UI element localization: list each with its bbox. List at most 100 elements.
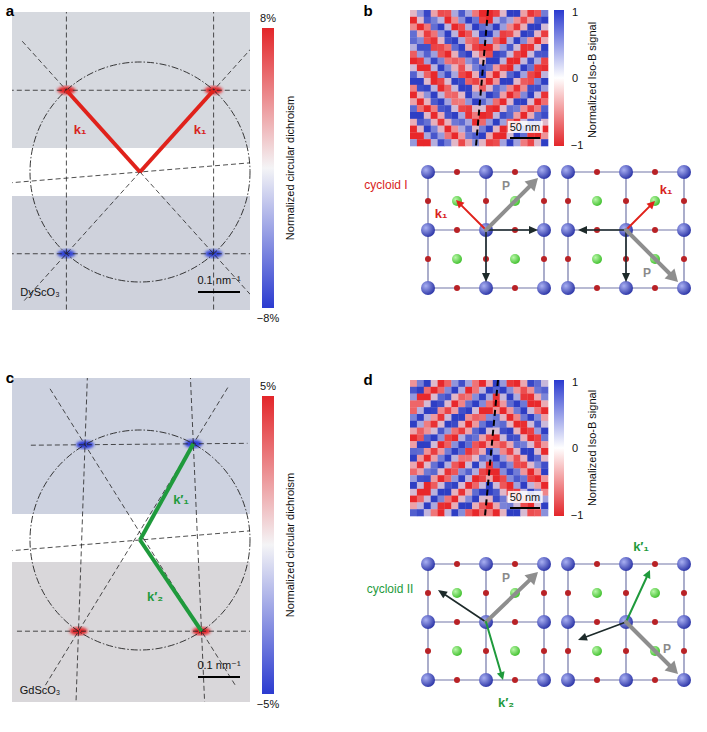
iso-b-map [514, 455, 521, 462]
iso-b-map [500, 24, 507, 31]
iso-b-map [451, 92, 458, 99]
colorbar-title-holder: Normalized circular dichroism [284, 96, 296, 240]
iso-b-map [500, 496, 507, 503]
vector-arrows [486, 229, 529, 231]
iso-b-map [417, 455, 424, 462]
crystal-lattice [619, 281, 633, 295]
iso-b-map [486, 394, 493, 401]
iso-b-map [438, 421, 445, 428]
crystal-lattice [561, 673, 575, 687]
iso-b-map [438, 414, 445, 421]
iso-b-map [417, 132, 424, 139]
iso-b-map [438, 448, 445, 455]
iso-b-map [507, 17, 514, 24]
iso-b-map [424, 24, 431, 31]
iso-b-map [500, 119, 507, 126]
iso-b-map [445, 24, 452, 31]
iso-b-map [438, 71, 445, 78]
iso-b-map [520, 407, 527, 414]
iso-b-map [527, 400, 534, 407]
crystal-lattice [537, 673, 551, 687]
iso-b-map [514, 10, 521, 17]
iso-b-map [534, 434, 541, 441]
iso-b-map [527, 112, 534, 119]
iso-b-map [541, 64, 548, 71]
iso-b-map [431, 455, 438, 462]
iso-b-map [465, 434, 472, 441]
construction-lines [12, 12, 250, 310]
iso-b-map [458, 407, 465, 414]
scale-label: 50 nm [508, 121, 543, 133]
crystal-lattice [421, 165, 435, 179]
iso-b-map [472, 496, 479, 503]
iso-b-map [458, 126, 465, 133]
iso-b-map [465, 394, 472, 401]
iso-b-map [445, 380, 452, 387]
iso-b-map [472, 468, 479, 475]
iso-b-map [451, 414, 458, 421]
iso-b-map [479, 407, 486, 414]
crystal-lattice [681, 256, 687, 262]
iso-b-map [410, 428, 417, 435]
iso-b-map [472, 455, 479, 462]
iso-b-map [514, 448, 521, 455]
iso-b-map [479, 119, 486, 126]
iso-b-map [458, 462, 465, 469]
crystal-lattice [512, 619, 518, 625]
iso-b-map [486, 85, 493, 92]
iso-b-map [514, 441, 521, 448]
iso-b-map [500, 482, 507, 489]
iso-b-map [520, 78, 527, 85]
iso-b-map [445, 51, 452, 58]
iso-b-map [417, 387, 424, 394]
iso-b-map [465, 475, 472, 482]
iso-b-map [486, 421, 493, 428]
iso-b-map [479, 421, 486, 428]
iso-b-map [507, 441, 514, 448]
iso-b-map [465, 92, 472, 99]
iso-b-map [438, 85, 445, 92]
iso-b-map [451, 496, 458, 503]
iso-b-map [410, 126, 417, 133]
crystal-lattice [510, 254, 520, 264]
iso-b-map [417, 85, 424, 92]
vector-label-holder: k₁ [660, 183, 673, 197]
iso-b-map [514, 394, 521, 401]
crystal-lattice [537, 223, 551, 237]
diffraction-pattern [14, 231, 70, 234]
iso-b-map [534, 441, 541, 448]
iso-b-map [438, 482, 445, 489]
iso-b-map [445, 414, 452, 421]
crystal-lattice [592, 254, 602, 264]
crystal-lattice [425, 648, 431, 654]
polarization-label-holder: P [502, 572, 510, 585]
iso-b-map [458, 139, 465, 146]
iso-b-map [507, 139, 514, 146]
iso-b-map [514, 85, 521, 92]
iso-b-map [410, 132, 417, 139]
iso-b-map [410, 119, 417, 126]
iso-b-map [541, 468, 548, 475]
iso-b-map [486, 44, 493, 51]
iso-b-map [451, 434, 458, 441]
crystal-lattice [652, 285, 658, 291]
iso-b-map [486, 98, 493, 105]
iso-b-map [520, 17, 527, 24]
crystal-lattice [594, 285, 600, 291]
iso-b-map [424, 400, 431, 407]
crystal-lattice [454, 561, 460, 567]
iso-b-map [451, 44, 458, 51]
iso-b-map [424, 428, 431, 435]
iso-b-map [417, 380, 424, 387]
iso-b-map [527, 71, 534, 78]
iso-b-map [465, 17, 472, 24]
iso-b-map [424, 51, 431, 58]
polarization-label-holder: P [643, 267, 651, 280]
iso-b-map [451, 421, 458, 428]
iso-b-map [527, 387, 534, 394]
iso-b-map [500, 139, 507, 146]
crystal-lattice [677, 615, 691, 629]
vector-label: k₁ [74, 122, 87, 137]
iso-b-map [472, 30, 479, 37]
iso-b-map [514, 414, 521, 421]
